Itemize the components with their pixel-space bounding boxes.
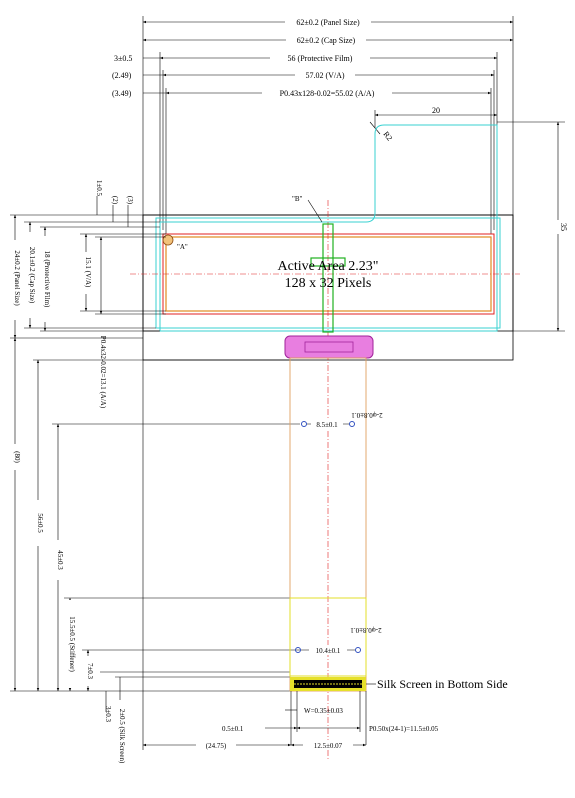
fpc-45-label: 45±0.3 [56,550,64,570]
marker-a-circle [162,234,174,246]
dim-3b-label: 3±0.3 [104,706,112,723]
film-height-label: 18 (Protective Film) [43,251,51,308]
w-label: W=0.35±0.03 [304,707,343,715]
marker-b-vertical [322,223,334,333]
hole-note-2-label: 2-φ0.8±0.1 [350,626,382,634]
va-width-label: 57.02 (V/A) [305,71,344,80]
cap-size-label: 62±0.2 (Cap Size) [297,36,356,45]
dim-3-label: (3) [126,196,134,205]
fpc: 8.5±0.1 2-φ0.8±0.1 10.4±0.1 2-φ0.8±0.1 S… [142,357,508,750]
ic-chip [284,335,374,359]
fpc-width-label: 12.5±0.07 [314,742,343,750]
hole-2-left [295,647,301,653]
fpc-56-label: 56±0.5 [36,513,44,533]
marker-b-horizontal [310,257,346,267]
protective-film-label: 56 (Protective Film) [288,54,353,63]
va-offset-label: (2.49) [112,71,132,80]
aa-width-label: P0.43x128-0.02=55.02 (A/A) [280,89,375,98]
silk-screen-height-label: 2±0.5 (Silk Screen) [118,709,126,764]
hole-gap-2-label: 10.4±0.1 [316,647,341,655]
hole-1-right [349,421,355,427]
va-height-label: 15.1 (V/A) [84,257,92,288]
marker-b-label: "B" [292,195,303,203]
height-35-label: 35 [559,223,568,231]
hole-note-1-label: 2-φ0.8±0.1 [351,411,383,419]
left-dimensions: 1±0.5 (2) (3) 24±0.2 (Panel Size) 20.1±0… [9,180,300,764]
tab-width-label: 20 [432,106,440,115]
offset-left-label: (24.75) [206,742,227,750]
panel-size-label: 62±0.2 (Panel Size) [296,18,360,27]
hole-2-right [355,647,361,653]
stiffener-label: 15.5±0.5 (Stiffener) [68,616,76,672]
film-offset-label: 3±0.5 [114,54,132,63]
radius-label: R2 [381,130,394,143]
panel-height-label: 24±0.2 (Panel Size) [13,250,21,306]
display-subtitle: 128 x 32 Pixels [285,276,372,291]
display-title: Active Area 2.23" [278,259,379,274]
total-80-label: (80) [13,451,21,463]
cap-height-label: 20.1±0.2 (Cap Size) [28,247,36,304]
panel-body: "B" "A" Active Area 2.23" 128 x 32 Pixel… [130,124,520,760]
hole-1-left [301,421,307,427]
cap-outline [155,217,501,329]
dim-7-label: 7±0.3 [86,663,94,680]
aa-height-label: P0.4x32-0.02=13.1 (A/A) [99,336,107,409]
aa-offset-label: (3.49) [112,89,132,98]
top-dimensions: 62±0.2 (Panel Size) 62±0.2 (Cap Size) 3±… [112,16,568,332]
pitch-label: P0.50x(24-1)=11.5±0.05 [369,725,439,733]
stiffener-outline [289,597,367,677]
hole-gap-1-label: 8.5±0.1 [316,421,338,429]
marker-a-label: "A" [177,243,188,251]
pitch-left-label: 0.5±0.1 [222,725,244,733]
dim-2-label: (2) [111,196,119,205]
dim-1-label: 1±0.5 [95,180,103,197]
silk-note-label: Silk Screen in Bottom Side [377,677,508,691]
protective-film-outline [159,124,498,332]
